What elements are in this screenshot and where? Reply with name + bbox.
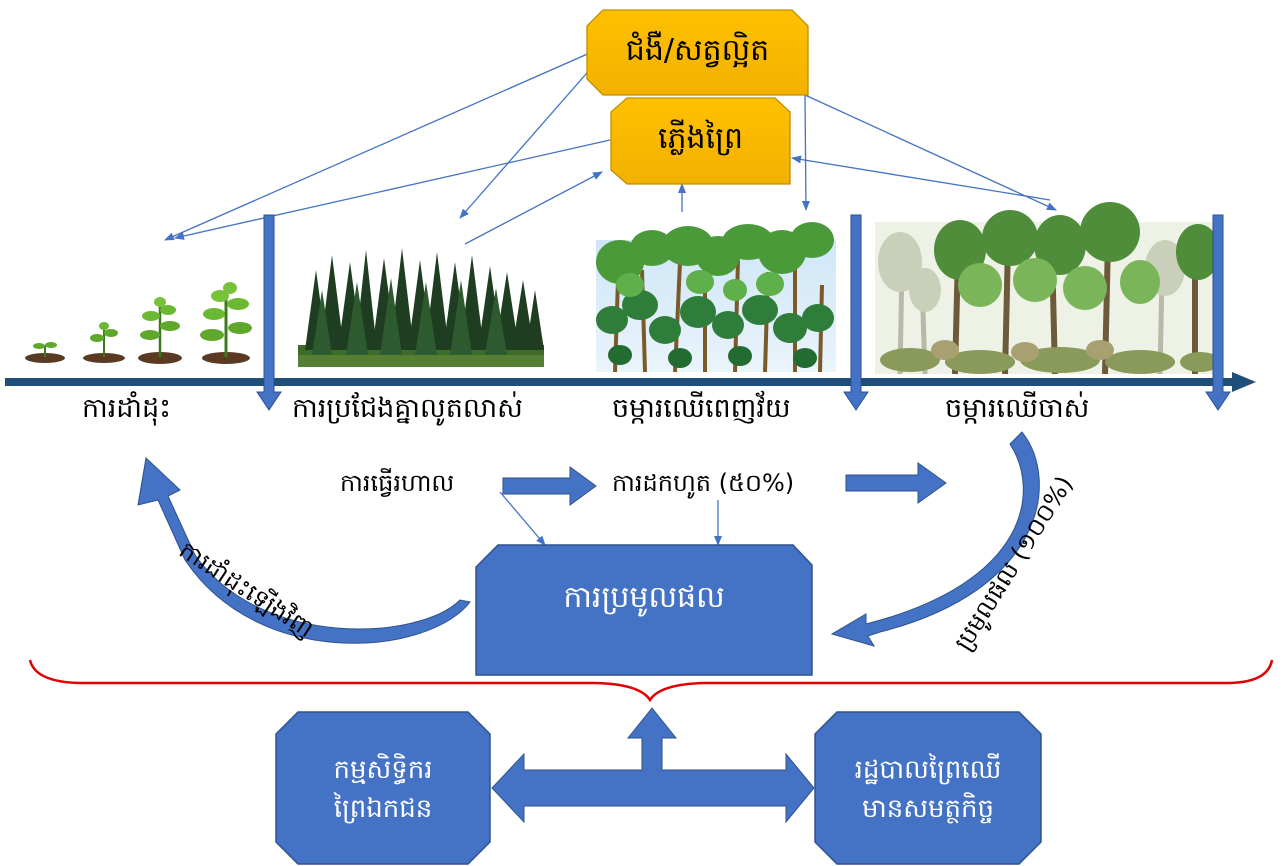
stage-old-label: ចម្ការឈើចាស់: [945, 393, 1090, 424]
disease-box: [586, 9, 809, 96]
harvest-box: [475, 544, 813, 676]
thinning-label: ការធ្វើរហាល: [340, 469, 455, 497]
authority-box: [814, 711, 1042, 865]
young-forest-image: [298, 248, 544, 367]
threat-arrows: [164, 51, 1057, 546]
stakeholder-link-arrow: [491, 707, 815, 824]
old-forest-image: [875, 202, 1220, 375]
fire-box: [610, 97, 791, 185]
stage-competition-label: ការប្រជែងគ្នាលូតលាស់: [292, 393, 523, 424]
partial-harvest-label: ការដកហូត (៥០%): [612, 469, 795, 497]
stage-mature-label: ចម្ការឈើពេញវ័យ: [612, 393, 791, 424]
replanting-arrow: [137, 456, 471, 644]
community-box: [275, 711, 491, 865]
timeline-arrow: [5, 372, 1256, 392]
brace: [28, 659, 1274, 703]
seedlings-image: [25, 282, 252, 364]
full-harvest-arrow: [830, 431, 1040, 647]
stage-planting-label: ការដាំដុះ: [82, 393, 171, 424]
flow-arrows: [502, 462, 947, 506]
mature-forest-image: [596, 222, 836, 373]
stage-down-arrows: [256, 214, 1231, 411]
